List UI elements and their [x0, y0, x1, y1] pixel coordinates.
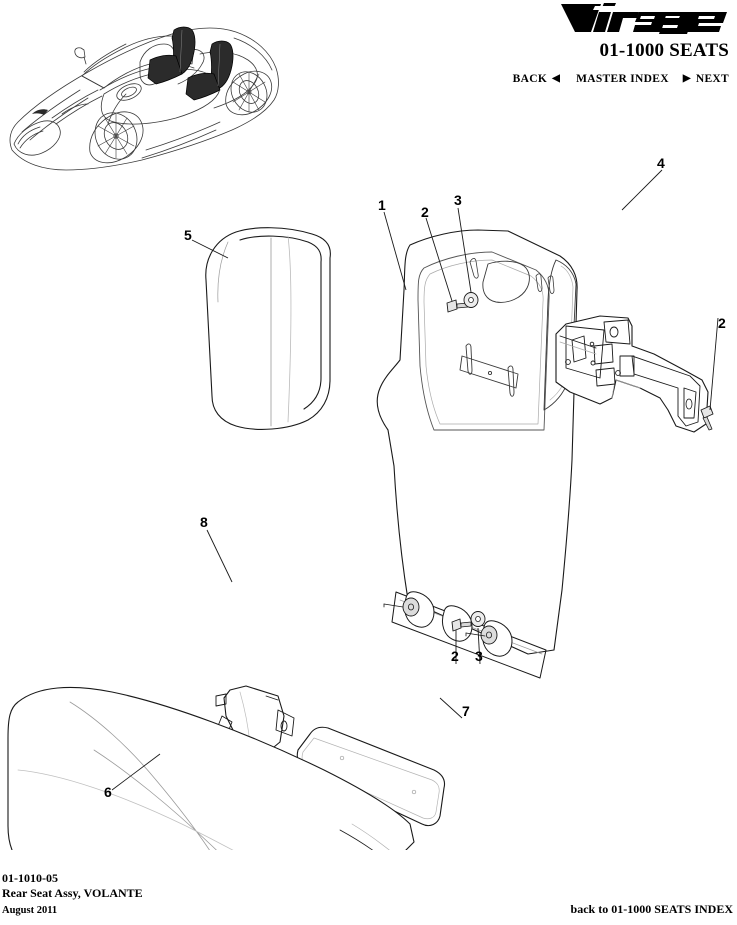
- callout-2-lower: 2: [451, 648, 459, 664]
- leader-1: [383, 211, 407, 291]
- leader-2b: [709, 317, 719, 411]
- virage-brand-logo: [561, 3, 729, 34]
- navigation-bar: BACK ◀ MASTER INDEX ▶ NEXT: [393, 73, 729, 85]
- footer-left: 01-1010-05 Rear Seat Assy, VOLANTE Augus…: [2, 871, 143, 917]
- leader-8: [206, 529, 233, 583]
- nav-next-link[interactable]: NEXT: [695, 73, 729, 85]
- fastener-bolt-lower: [451, 618, 472, 632]
- page-title: 01-1000 SEATS: [599, 40, 729, 61]
- vehicle-thumbnail: [9, 26, 279, 171]
- callout-2-upper: 2: [421, 204, 429, 220]
- callout-4: 4: [657, 155, 665, 171]
- part-seat-back-cushion: [205, 227, 331, 430]
- fastener-washer-upper: [463, 292, 479, 308]
- leader-3a: [457, 207, 472, 293]
- part-seat-cushion: [7, 686, 415, 850]
- nav-back-link[interactable]: BACK: [512, 73, 548, 85]
- leader-6: [111, 753, 161, 791]
- callout-2-bracket: 2: [718, 315, 726, 331]
- leader-7: [439, 697, 463, 719]
- fastener-washer-lower: [470, 611, 486, 627]
- callout-5: 5: [184, 227, 192, 243]
- rear-seat-exploded-diagram: [7, 169, 719, 850]
- back-arrow-icon[interactable]: ◀: [552, 73, 561, 84]
- leader-5: [191, 239, 229, 259]
- part-seat-back-frame: [376, 229, 578, 679]
- callout-1: 1: [378, 197, 386, 213]
- leader-2a: [425, 217, 453, 302]
- callout-3-upper: 3: [454, 192, 462, 208]
- callout-7: 7: [462, 703, 470, 719]
- leader-3b: [477, 627, 481, 665]
- part-mounting-bracket: [555, 315, 709, 433]
- footer-index-link[interactable]: back to 01-1000 SEATS INDEX: [570, 902, 733, 916]
- callout-8: 8: [200, 514, 208, 530]
- next-arrow-icon[interactable]: ▶: [682, 73, 691, 84]
- callout-6: 6: [104, 784, 112, 800]
- footer-description: Rear Seat Assy, VOLANTE: [2, 885, 143, 900]
- footer-reference: 01-1010-05: [2, 870, 58, 885]
- footer-date: August 2011: [2, 904, 58, 916]
- leader-4: [621, 169, 663, 211]
- nav-master-index-link[interactable]: MASTER INDEX: [576, 73, 669, 85]
- page-header: 01-1000 SEATS BACK ◀ MASTER INDEX ▶ NEXT: [393, 0, 737, 85]
- callout-3-lower: 3: [475, 648, 483, 664]
